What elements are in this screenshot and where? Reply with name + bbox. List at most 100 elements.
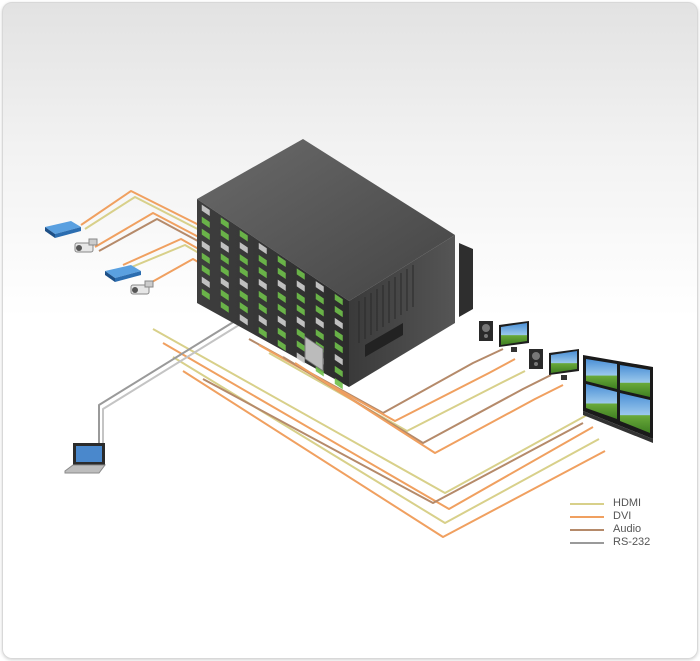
matrix-switch-chassis [197, 139, 473, 390]
cable-wall-2 [162, 342, 594, 510]
front-port-grid [201, 204, 343, 390]
io-port [220, 241, 229, 253]
io-port [239, 314, 248, 326]
io-port [258, 314, 267, 327]
io-port [315, 329, 324, 341]
io-port [296, 268, 305, 280]
chassis-top [197, 139, 455, 301]
io-port [239, 242, 248, 254]
cable-wall-1 [152, 328, 588, 494]
io-port [220, 217, 229, 229]
legend-item-audio: Audio [570, 523, 680, 536]
cables [80, 190, 606, 538]
io-port [220, 265, 229, 277]
video-wall-panel [620, 393, 650, 433]
io-port [334, 341, 343, 354]
io-port [277, 291, 286, 303]
io-port [201, 288, 210, 300]
io-port [334, 317, 343, 330]
legend-item-rs232: RS-232 [570, 536, 680, 549]
io-port [201, 276, 210, 288]
media-player-icon [45, 221, 81, 238]
side-panel-slot [365, 323, 403, 357]
io-port [296, 340, 305, 352]
io-port [258, 242, 267, 255]
side-vent [358, 265, 414, 343]
io-port [277, 267, 286, 279]
io-port [334, 293, 343, 306]
legend-item-dvi: DVI [570, 510, 680, 523]
io-port [201, 252, 210, 264]
io-port [315, 293, 324, 305]
io-port [334, 329, 343, 342]
legend-label: DVI [613, 510, 632, 522]
io-port [201, 264, 210, 276]
media-player-icon [105, 265, 141, 282]
topology-diagram [45, 139, 653, 538]
monitor-icon [549, 349, 579, 380]
io-port [315, 281, 324, 293]
power-module [304, 335, 324, 372]
io-port [277, 327, 286, 339]
legend-swatch [570, 502, 604, 505]
video-camera-icon [74, 238, 98, 253]
io-port [315, 365, 324, 377]
io-port [277, 339, 286, 351]
cable-rs232b [102, 324, 240, 443]
io-port [296, 304, 305, 316]
io-port [277, 303, 286, 315]
monitor-icon [499, 321, 529, 352]
io-port [239, 290, 248, 302]
io-port [220, 289, 229, 301]
io-port [220, 277, 229, 289]
laptop-icon [64, 443, 106, 474]
io-port [201, 216, 210, 228]
video-wall-icon [583, 355, 653, 443]
io-port [296, 292, 305, 304]
legend-label: Audio [613, 523, 642, 535]
video-wall-panel [620, 365, 650, 397]
io-port [220, 301, 229, 313]
cable-output-5 [294, 362, 564, 454]
io-port [296, 352, 305, 364]
legend-swatch [570, 528, 604, 531]
io-port [296, 316, 305, 328]
io-port [220, 229, 229, 241]
io-port [334, 365, 343, 378]
io-port [258, 278, 267, 291]
io-port [239, 254, 248, 266]
io-port [296, 280, 305, 292]
legend-swatch [570, 541, 604, 544]
io-port [334, 377, 343, 390]
io-port [258, 266, 267, 279]
io-port [334, 305, 343, 318]
io-port [258, 302, 267, 315]
io-port [258, 254, 267, 267]
legend: HDMI DVI Audio RS-232 [570, 497, 680, 549]
io-port [315, 305, 324, 317]
video-wall-panel [586, 384, 617, 419]
legend-label: RS-232 [613, 536, 651, 548]
cable-wall-4 [182, 370, 606, 538]
cable-rs232 [98, 320, 236, 443]
speaker-icon [529, 349, 543, 369]
legend-item-hdmi: HDMI [570, 497, 680, 510]
io-port [258, 290, 267, 303]
video-wall-panel [586, 359, 617, 389]
io-port [201, 228, 210, 240]
io-port [277, 315, 286, 327]
legend-label: HDMI [613, 497, 642, 509]
io-port [277, 255, 286, 267]
chassis-front [197, 199, 349, 387]
cable-wall-5 [202, 378, 584, 504]
io-port [239, 302, 248, 314]
legend-swatch [570, 515, 604, 518]
io-port [239, 278, 248, 290]
io-port [201, 240, 210, 252]
io-port [239, 266, 248, 278]
io-port [315, 317, 324, 329]
io-port [239, 230, 248, 242]
io-port [220, 253, 229, 265]
io-port [296, 328, 305, 340]
